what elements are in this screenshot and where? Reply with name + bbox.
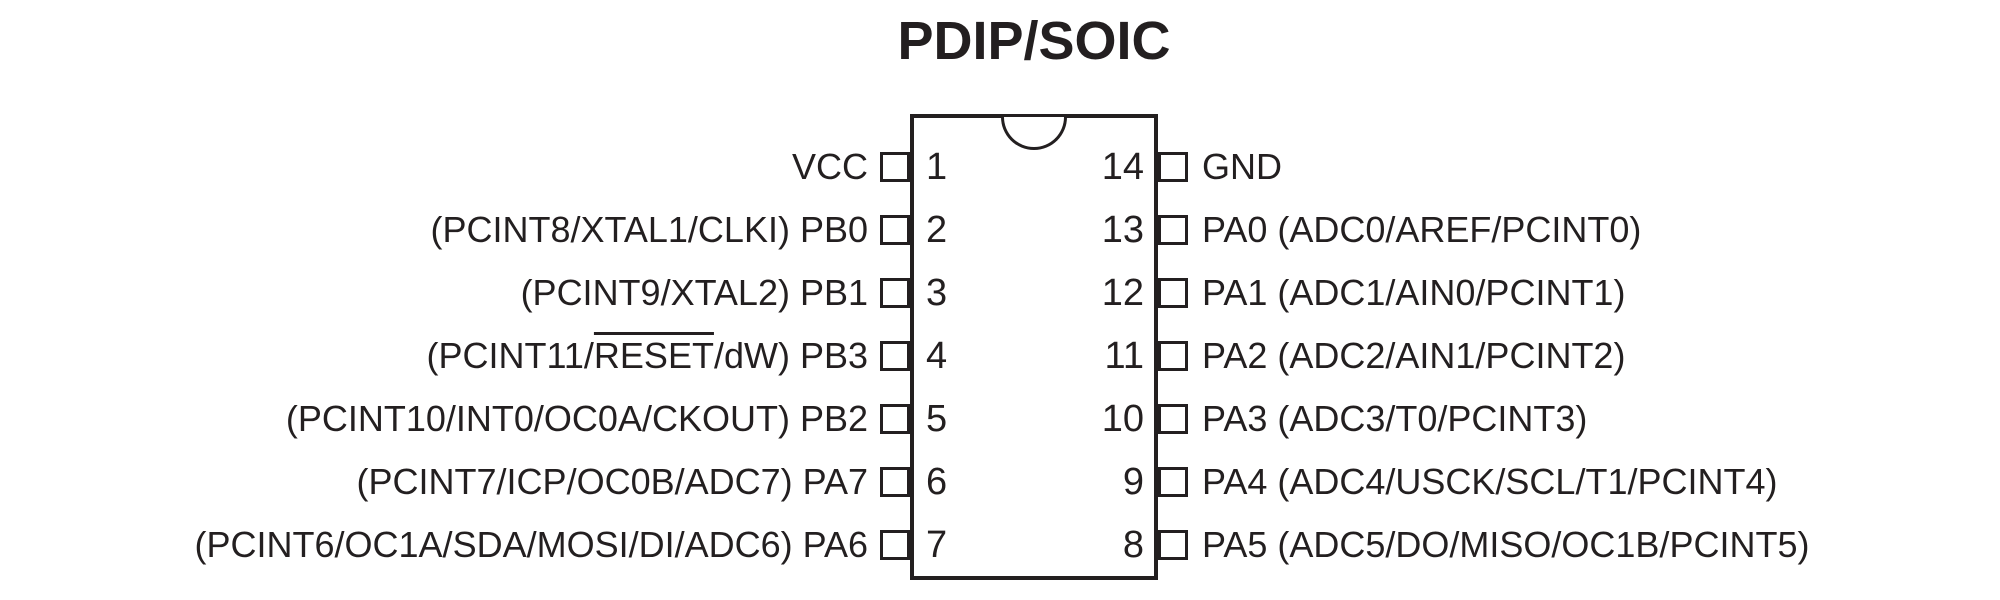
pin-label-right: PA2 (ADC2/AIN1/PCINT2) (1202, 335, 1626, 376)
pin-label-right: PA5 (ADC5/DO/MISO/OC1B/PCINT5) (1202, 524, 1810, 565)
pin-label-text: (PCINT7/ICP/OC0B/ADC7) PA7 (356, 461, 868, 502)
pin-label-left: (PCINT7/ICP/OC0B/ADC7) PA7 (0, 460, 868, 504)
chip-row-interior: 1 14 (910, 145, 1158, 189)
pin-label-text: VCC (791, 146, 868, 187)
pin-label-right: PA4 (ADC4/USCK/SCL/T1/PCINT4) (1202, 461, 1778, 502)
chip-row-interior: 5 10 (910, 397, 1158, 441)
pin-row-1-14: VCC 1 14 GND (0, 145, 2000, 189)
pin-label-text: (PCINT9/XTAL2) PB1 (520, 272, 868, 313)
pin-label-left: VCC (0, 145, 868, 189)
pin-number-left: 2 (926, 209, 948, 251)
pin-number-left: 7 (926, 524, 948, 566)
pin-lead-icon (880, 530, 910, 560)
chip-row-interior: 3 12 (910, 271, 1158, 315)
pin-label-text: (PCINT11/ (426, 335, 594, 376)
pin-lead-icon (880, 215, 910, 245)
pin-lead-icon (880, 278, 910, 308)
pin-row-6-9: (PCINT7/ICP/OC0B/ADC7) PA7 6 9 PA4 (ADC4… (0, 460, 2000, 504)
chip-row-interior: 7 8 (910, 523, 1158, 567)
pin-label-text: (PCINT8/XTAL1/CLKI) PB0 (430, 209, 868, 250)
pin-row-4-11: (PCINT11/RESET/dW) PB3 4 11 PA2 (ADC2/AI… (0, 334, 2000, 378)
pin-number-right: 13 (1101, 209, 1144, 251)
pin-lead-icon (1158, 152, 1188, 182)
pin-row-2-13: (PCINT8/XTAL1/CLKI) PB0 2 13 PA0 (ADC0/A… (0, 208, 2000, 252)
pin-number-right: 11 (1104, 335, 1144, 377)
pin-label-right: PA0 (ADC0/AREF/PCINT0) (1202, 209, 1642, 250)
pin-lead-icon (880, 152, 910, 182)
pin-number-right: 12 (1101, 272, 1144, 314)
pin-number-left: 6 (926, 461, 948, 503)
pin-label-overline-text: RESET (593, 335, 714, 376)
pin-lead-icon (1158, 530, 1188, 560)
pin-label-text: (PCINT10/INT0/OC0A/CKOUT) PB2 (285, 398, 868, 439)
pin-label-left: (PCINT9/XTAL2) PB1 (0, 271, 868, 315)
pin-lead-icon (880, 404, 910, 434)
pin-label-text: (PCINT6/OC1A/SDA/MOSI/DI/ADC6) PA6 (194, 524, 868, 565)
package-title: PDIP/SOIC (897, 11, 1171, 71)
pin-lead-icon (1158, 404, 1188, 434)
pin-number-left: 1 (926, 146, 948, 188)
pin-lead-icon (1158, 467, 1188, 497)
pin-number-left: 5 (926, 398, 948, 440)
pin-lead-icon (1158, 341, 1188, 371)
pin-lead-icon (880, 341, 910, 371)
pin-label-right: PA3 (ADC3/T0/PCINT3) (1202, 398, 1588, 439)
chip-row-interior: 4 11 (910, 334, 1158, 378)
chip-row-interior: 2 13 (910, 208, 1158, 252)
pin-number-left: 4 (926, 335, 948, 377)
pin-row-7-8: (PCINT6/OC1A/SDA/MOSI/DI/ADC6) PA6 7 8 P… (0, 523, 2000, 567)
pin-lead-icon (1158, 215, 1188, 245)
pin-lead-icon (1158, 278, 1188, 308)
pin-number-right: 9 (1122, 461, 1144, 503)
pin-label-left: (PCINT11/RESET/dW) PB3 (0, 334, 868, 378)
pin-row-5-10: (PCINT10/INT0/OC0A/CKOUT) PB2 5 10 PA3 (… (0, 397, 2000, 441)
pin-label-left: (PCINT10/INT0/OC0A/CKOUT) PB2 (0, 397, 868, 441)
chip-row-interior: 6 9 (910, 460, 1158, 504)
pin-number-left: 3 (926, 272, 948, 314)
pin-label-left: (PCINT8/XTAL1/CLKI) PB0 (0, 208, 868, 252)
chip-body (910, 114, 1158, 580)
pin-number-right: 10 (1101, 398, 1144, 440)
pin-row-3-12: (PCINT9/XTAL2) PB1 3 12 PA1 (ADC1/AIN0/P… (0, 271, 2000, 315)
pin-label-text: /dW) PB3 (713, 335, 868, 376)
pin-label-right: GND (1202, 146, 1282, 187)
pin-number-right: 14 (1101, 146, 1144, 188)
pin-label-right: PA1 (ADC1/AIN0/PCINT1) (1202, 272, 1626, 313)
pin-number-right: 8 (1122, 524, 1144, 566)
pin-label-left: (PCINT6/OC1A/SDA/MOSI/DI/ADC6) PA6 (0, 523, 868, 567)
pin-lead-icon (880, 467, 910, 497)
